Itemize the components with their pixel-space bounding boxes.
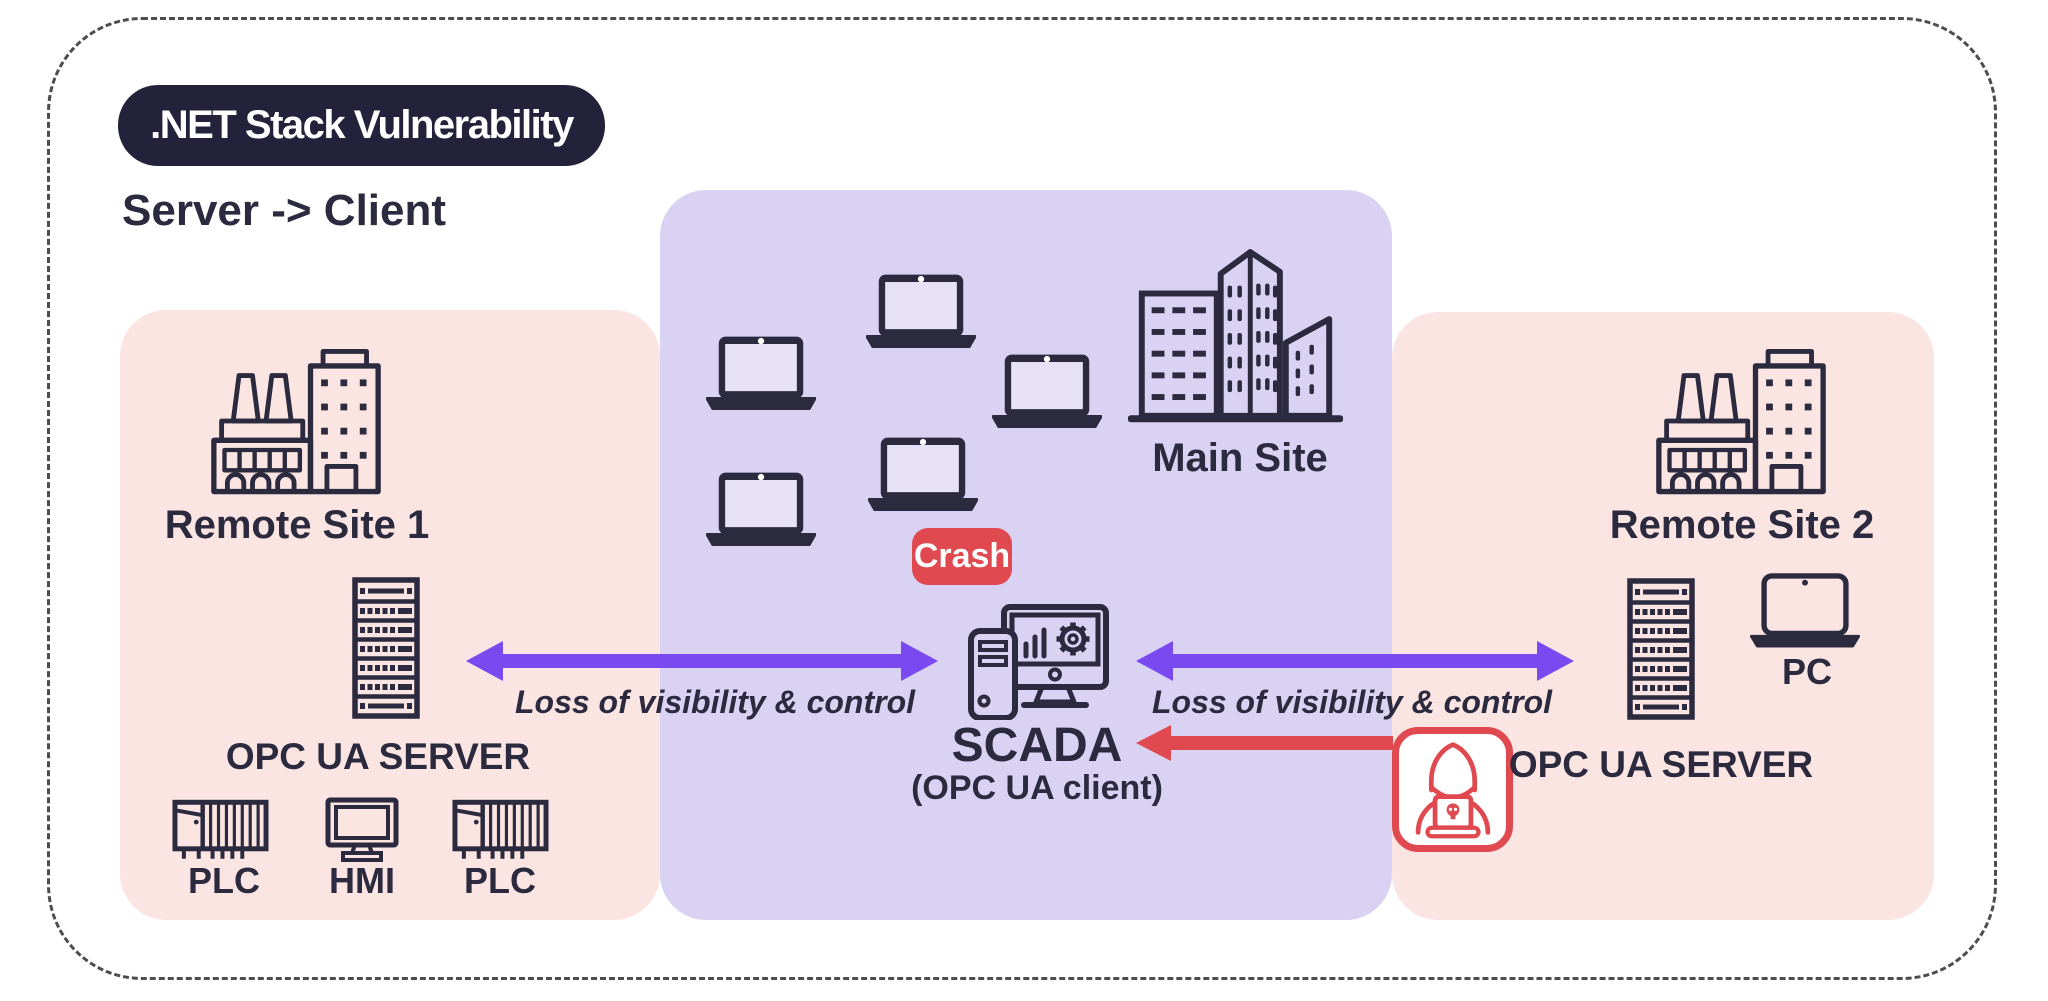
opc-ua-server-right-label: OPC UA SERVER (1508, 744, 1814, 785)
crash-badge-label: Crash (913, 537, 1011, 575)
double-arrow-left (466, 641, 938, 681)
laptop-icon (706, 334, 816, 410)
hmi-icon (325, 797, 399, 863)
factory-building-icon (210, 346, 382, 496)
main-site-panel (660, 190, 1392, 920)
plc-icon (452, 799, 549, 861)
pc-laptop-icon (1750, 572, 1860, 648)
hacker-icon (1405, 740, 1501, 840)
server-rack-icon (1627, 578, 1695, 720)
pc-label: PC (1781, 651, 1833, 692)
double-arrow-right (1136, 641, 1574, 681)
factory-building-icon (1655, 346, 1827, 496)
dashed-outer-border (47, 17, 1997, 980)
subtitle: Server -> Client (122, 186, 447, 235)
laptop-icon (706, 470, 816, 546)
main-site-buildings-icon (1128, 232, 1343, 426)
remote-site-2-label: Remote Site 2 (1609, 503, 1875, 547)
plc-label-2: PLC (464, 860, 536, 901)
laptop-icon (866, 272, 976, 348)
opc-ua-server-left-label: OPC UA SERVER (225, 736, 531, 777)
server-rack-icon (352, 577, 420, 719)
loss-label-right: Loss of visibility & control (1151, 684, 1553, 720)
loss-label-left: Loss of visibility & control (514, 684, 916, 720)
laptop-icon (992, 352, 1102, 428)
title-badge-label: .NET Stack Vulnerability (150, 103, 574, 147)
plc-icon (172, 799, 269, 861)
laptop-icon (868, 435, 978, 511)
scada-sublabel: (OPC UA client) (911, 769, 1163, 807)
hacker-box (1392, 727, 1513, 852)
crash-badge: Crash (912, 528, 1012, 585)
hmi-label: HMI (329, 860, 395, 901)
attack-arrow (1136, 725, 1393, 761)
remote-site-1-label: Remote Site 1 (164, 503, 430, 547)
scada-icon (968, 604, 1110, 720)
title-badge: .NET Stack Vulnerability (118, 85, 605, 166)
main-site-label: Main Site (1152, 436, 1328, 480)
plc-label-1: PLC (188, 860, 260, 901)
scada-label: SCADA (951, 719, 1123, 772)
